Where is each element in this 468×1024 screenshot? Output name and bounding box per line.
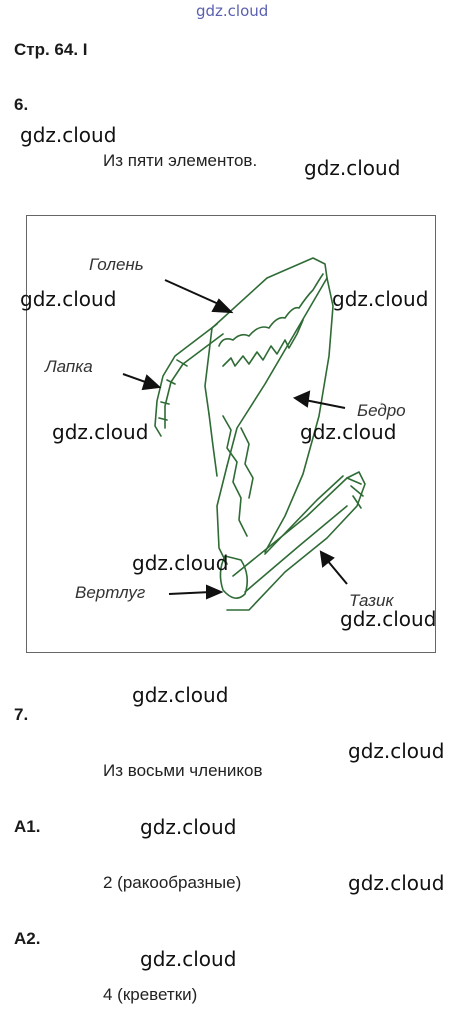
task-a2-answer: 4 (креветки) xyxy=(103,985,198,1004)
watermark: gdz.cloud xyxy=(20,287,117,311)
label-coxa: Тазик xyxy=(349,591,394,610)
tibia-teeth xyxy=(218,273,324,347)
insect-leg-figure: Голень Лапка Бедро Вертлуг Тазик xyxy=(26,215,436,653)
watermark: gdz.cloud xyxy=(132,683,229,707)
task-6-answer: Из пяти элементов. xyxy=(103,151,258,170)
task-a2-number: А2. xyxy=(14,929,41,948)
tarsus-outline xyxy=(154,323,218,437)
femur-outline xyxy=(264,277,334,553)
task-6-number: 6. xyxy=(14,95,29,114)
femur-inner xyxy=(222,415,248,537)
watermark: gdz.cloud xyxy=(300,420,397,444)
task-a1-number: А1. xyxy=(14,817,41,836)
task-a1-answer: 2 (ракообразные) xyxy=(103,873,242,892)
page-heading: Стр. 64. I xyxy=(14,40,88,59)
watermark: gdz.cloud xyxy=(20,123,117,147)
task-7-answer: Из восьми члеников xyxy=(103,761,263,780)
insect-leg-drawing: Голень Лапка Бедро Вертлуг Тазик xyxy=(44,255,406,611)
watermark: gdz.cloud xyxy=(132,551,229,575)
watermark: gdz.cloud xyxy=(348,871,445,895)
label-foot: Лапка xyxy=(44,357,93,376)
task-7-number: 7. xyxy=(14,705,29,724)
tarsus-outline-inner xyxy=(164,333,224,429)
watermark: gdz.cloud xyxy=(340,607,437,631)
watermark: gdz.cloud xyxy=(332,287,429,311)
watermark-top: gdz.cloud xyxy=(196,2,269,20)
watermark: gdz.cloud xyxy=(52,420,149,444)
label-trochanter: Вертлуг xyxy=(75,583,145,602)
trochanter-outline xyxy=(219,555,249,599)
label-femur: Бедро xyxy=(357,401,406,420)
watermark: gdz.cloud xyxy=(304,156,401,180)
watermark: gdz.cloud xyxy=(140,815,237,839)
label-shin: Голень xyxy=(89,255,144,274)
watermark: gdz.cloud xyxy=(348,739,445,763)
watermark: gdz.cloud xyxy=(140,947,237,971)
